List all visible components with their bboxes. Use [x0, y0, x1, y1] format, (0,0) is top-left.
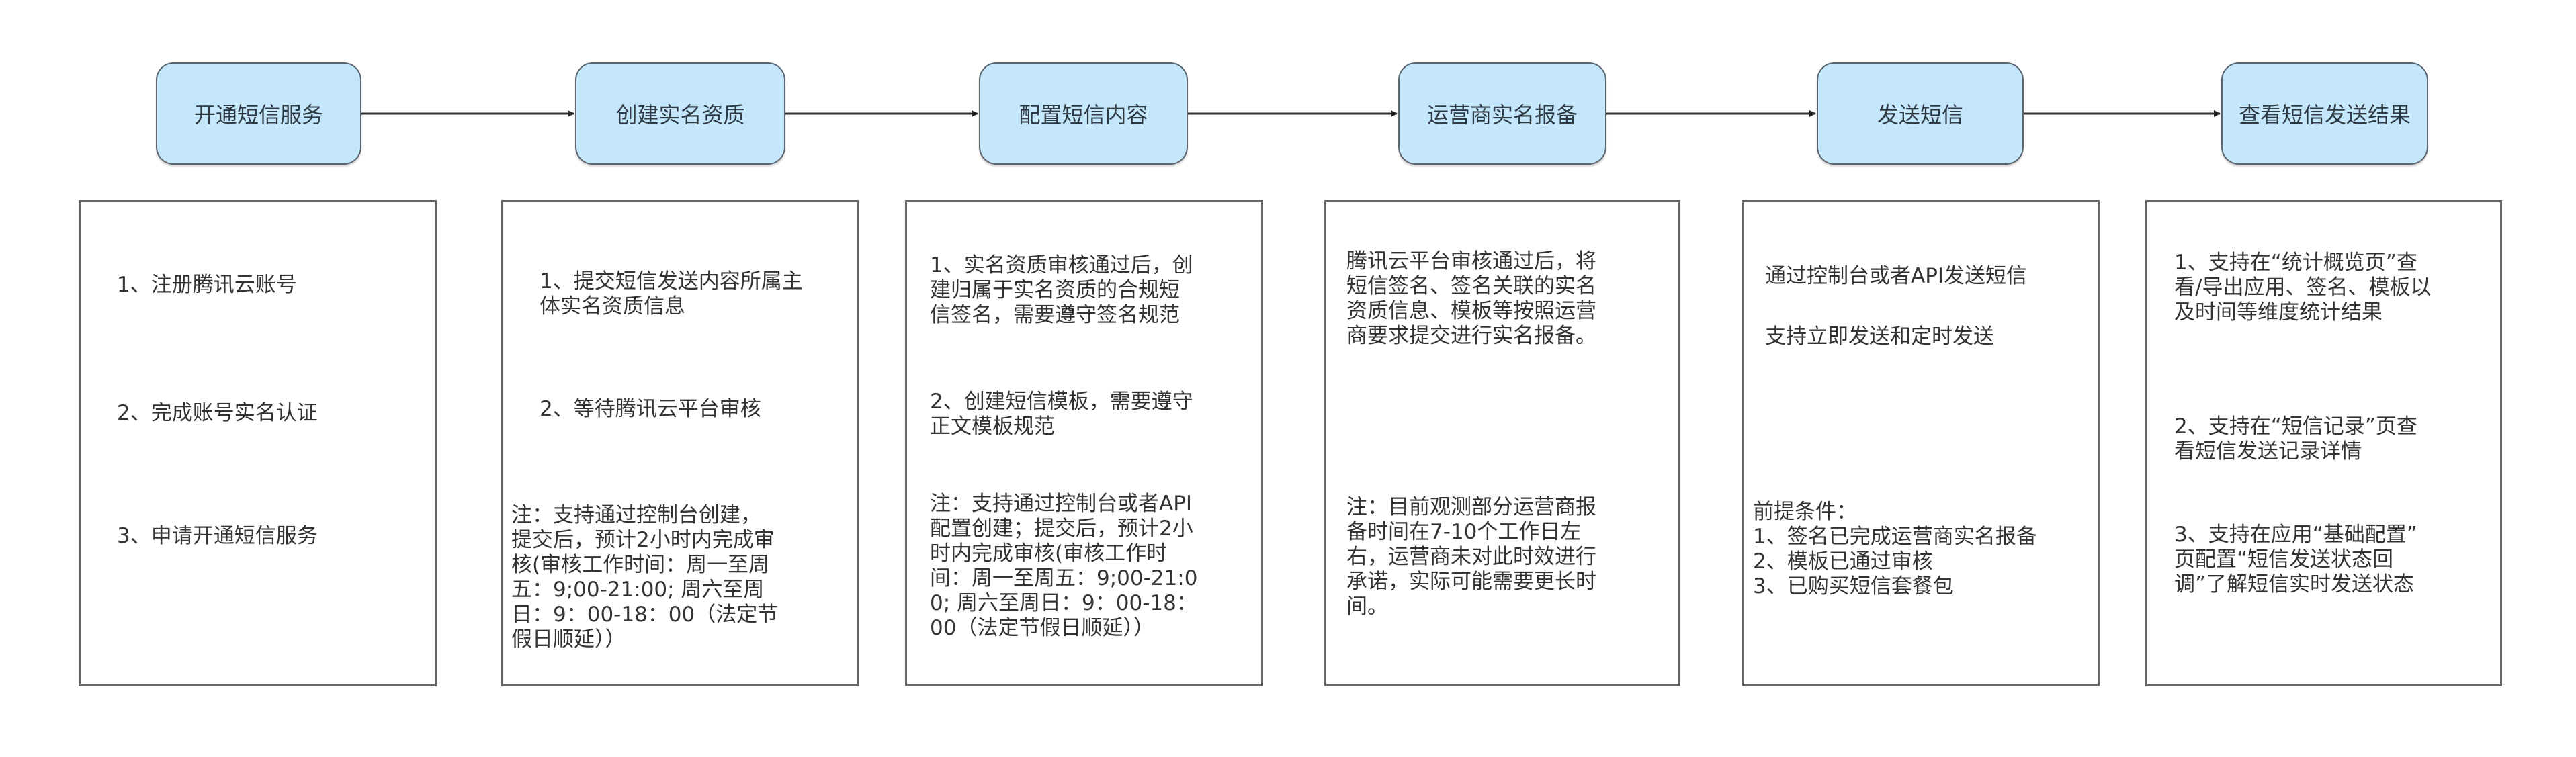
step-carrier-filing[interactable]: 运营商实名报备 — [1398, 62, 1606, 165]
detail-text: 3、申请开通短信服务 — [117, 524, 318, 548]
detail-card-results: 1、支持在“统计概览页”查 看/导出应用、签名、模板以 及时间等维度统计结果 2… — [2145, 200, 2502, 686]
detail-text: 1、提交短信发送内容所属主 体实名资质信息 — [540, 269, 803, 318]
detail-text: 2、等待腾讯云平台审核 — [540, 397, 761, 421]
detail-text: 通过控制台或者API发送短信 — [1765, 264, 2028, 288]
detail-note: 注：支持通过控制台或者API 配置创建；提交后，预计2小 时内完成审核(审核工作… — [930, 492, 1198, 640]
detail-card-content: 1、实名资质审核通过后，创 建归属于实名资质的合规短 信签名，需要遵守签名规范 … — [905, 200, 1263, 686]
detail-text: 1、实名资质审核通过后，创 建归属于实名资质的合规短 信签名，需要遵守签名规范 — [930, 253, 1193, 327]
detail-text: 腾讯云平台审核通过后，将 短信签名、签名关联的实名 资质信息、模板等按照运营 商… — [1346, 249, 1596, 348]
step-label: 运营商实名报备 — [1426, 102, 1578, 128]
detail-text: 1、支持在“统计概览页”查 看/导出应用、签名、模板以 及时间等维度统计结果 — [2174, 251, 2432, 324]
detail-note: 注：支持通过控制台创建， 提交后，预计2小时内完成审 核(审核工作时间：周一至周… — [511, 503, 779, 652]
step-view-results[interactable]: 查看短信发送结果 — [2221, 62, 2428, 165]
step-label: 发送短信 — [1877, 102, 1963, 128]
detail-card-qualification: 1、提交短信发送内容所属主 体实名资质信息 2、等待腾讯云平台审核 注：支持通过… — [501, 200, 859, 686]
detail-card-carrier-filing: 腾讯云平台审核通过后，将 短信签名、签名关联的实名 资质信息、模板等按照运营 商… — [1324, 200, 1680, 686]
step-label: 查看短信发送结果 — [2238, 102, 2411, 128]
detail-text: 2、完成账号实名认证 — [117, 401, 318, 425]
detail-text: 3、支持在应用“基础配置” 页配置“短信发送状态回 调”了解短信实时发送状态 — [2174, 523, 2417, 596]
detail-text: 2、创建短信模板，需要遵守 正文模板规范 — [930, 390, 1193, 439]
detail-text: 支持立即发送和定时发送 — [1765, 324, 1994, 349]
step-open-sms-service[interactable]: 开通短信服务 — [156, 62, 361, 165]
flow-arrows — [361, 110, 2221, 117]
step-send-sms[interactable]: 发送短信 — [1817, 62, 2024, 165]
detail-prerequisites: 前提条件： 1、签名已完成运营商实名报备 2、模板已通过审核 3、已购买短信套餐… — [1753, 500, 2037, 598]
detail-text: 2、支持在“短信记录”页查 看短信发送记录详情 — [2174, 414, 2417, 463]
detail-card-open-service: 1、注册腾讯云账号 2、完成账号实名认证 3、申请开通短信服务 — [79, 200, 437, 686]
step-label: 创建实名资质 — [615, 102, 745, 128]
step-label: 开通短信服务 — [194, 102, 323, 128]
detail-text: 1、注册腾讯云账号 — [117, 273, 297, 297]
detail-card-send: 通过控制台或者API发送短信 支持立即发送和定时发送 前提条件： 1、签名已完成… — [1742, 200, 2100, 686]
step-create-qualification[interactable]: 创建实名资质 — [575, 62, 785, 165]
step-label: 配置短信内容 — [1019, 102, 1148, 128]
step-configure-content[interactable]: 配置短信内容 — [979, 62, 1188, 165]
detail-note: 注：目前观测部分运营商报 备时间在7-10个工作日左 右，运营商未对此时效进行 … — [1346, 495, 1596, 619]
